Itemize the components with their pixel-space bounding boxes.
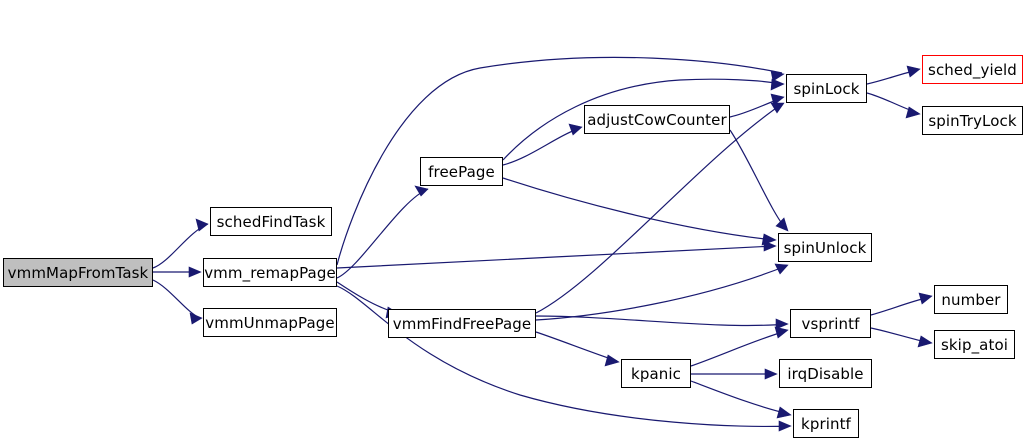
arrowhead-icon (770, 102, 785, 114)
arrowhead-icon (917, 335, 933, 348)
edge-line (336, 56, 783, 266)
arrowhead-icon (761, 233, 777, 246)
graph-node-kpanic[interactable]: kpanic (621, 359, 691, 388)
graph-node-irqDisable[interactable]: irqDisable (779, 359, 872, 388)
graph-node-spinLock[interactable]: spinLock (786, 74, 867, 103)
arrowhead-icon (770, 70, 785, 82)
edge-adjustCowCounter-to-spinUnlock (729, 129, 789, 232)
arrowhead-icon (918, 292, 933, 305)
edge-line (690, 330, 787, 367)
edge-line (336, 245, 775, 269)
edge-vmm_remapPage-to-kprintf (336, 285, 792, 432)
graph-node-sched_yield[interactable]: sched_yield (922, 55, 1023, 84)
arrowhead-icon (778, 420, 792, 432)
edge-vmm_remapPage-to-spinLock (336, 56, 785, 266)
edge-line (535, 103, 783, 314)
arrowhead-icon (776, 406, 792, 419)
edge-vmmFindFreePage-to-vsprintf (535, 315, 789, 330)
arrowhead-icon (604, 354, 620, 367)
arrowhead-icon (774, 263, 789, 275)
arrowhead-icon (775, 318, 789, 330)
edge-line (729, 129, 787, 230)
edge-spinLock-to-spinTryLock (866, 92, 921, 119)
graph-node-kprintf[interactable]: kprintf (793, 409, 859, 438)
graph-node-vsprintf[interactable]: vsprintf (790, 309, 871, 338)
edge-kpanic-to-vsprintf (690, 326, 789, 367)
arrowhead-icon (189, 312, 203, 325)
arrowhead-icon (195, 218, 209, 232)
edge-line (502, 127, 581, 166)
edge-line (502, 177, 775, 241)
edge-line (535, 331, 618, 362)
edge-vsprintf-to-skip_atoi (870, 327, 933, 348)
graph-node-vmm_remapPage[interactable]: vmm_remapPage (203, 258, 337, 287)
edge-line (535, 315, 787, 327)
arrowhead-icon (770, 78, 785, 91)
arrowhead-icon (188, 266, 202, 278)
arrowhead-icon (775, 217, 789, 232)
arrowhead-icon (568, 123, 583, 136)
graph-node-number[interactable]: number (934, 285, 1008, 314)
graph-node-schedFindTask[interactable]: schedFindTask (210, 207, 332, 236)
edge-spinLock-to-sched_yield (866, 65, 921, 85)
arrowhead-icon (774, 326, 789, 339)
graph-node-adjustCowCounter[interactable]: adjustCowCounter (584, 105, 730, 134)
graph-node-vmmUnmapPage[interactable]: vmmUnmapPage (203, 308, 337, 337)
edge-vsprintf-to-number (870, 292, 933, 316)
graph-node-vmmFindFreePage[interactable]: vmmFindFreePage (388, 309, 536, 338)
graph-node-spinUnlock[interactable]: spinUnlock (778, 233, 872, 262)
edge-line (502, 78, 783, 161)
graph-node-freePage[interactable]: freePage (420, 157, 503, 186)
edge-vmmFindFreePage-to-spinUnlock (535, 263, 789, 321)
edge-line (336, 285, 790, 428)
edge-vmm_remapPage-to-freePage (336, 185, 429, 279)
edge-freePage-to-spinLock (502, 78, 785, 161)
edge-line (535, 265, 787, 321)
edge-vmmMapFromTask-to-vmm_remapPage (153, 266, 202, 278)
arrowhead-icon (770, 93, 785, 106)
edge-freePage-to-adjustCowCounter (502, 123, 583, 166)
edge-vmmFindFreePage-to-spinLock (535, 102, 785, 314)
edge-kpanic-to-irqDisable (691, 368, 778, 380)
edge-vmmMapFromTask-to-vmmUnmapPage (152, 279, 203, 325)
edge-kpanic-to-kprintf (690, 380, 792, 419)
edge-adjustCowCounter-to-spinLock (729, 93, 785, 118)
edge-vmmMapFromTask-to-schedFindTask (152, 218, 209, 269)
arrowhead-icon (905, 106, 921, 119)
arrowhead-icon (764, 368, 778, 380)
edge-line (336, 188, 429, 279)
edge-vmm_remapPage-to-spinUnlock (336, 240, 777, 269)
edge-line (152, 279, 201, 319)
arrowhead-icon (414, 185, 429, 197)
arrowhead-icon (906, 65, 921, 78)
edge-line (690, 380, 790, 415)
edge-freePage-to-spinUnlock (502, 177, 777, 246)
graph-node-vmmMapFromTask[interactable]: vmmMapFromTask (3, 258, 153, 287)
edge-vmmFindFreePage-to-kpanic (535, 331, 620, 367)
graph-node-spinTryLock[interactable]: spinTryLock (922, 106, 1023, 135)
graph-node-skip_atoi[interactable]: skip_atoi (934, 330, 1015, 359)
